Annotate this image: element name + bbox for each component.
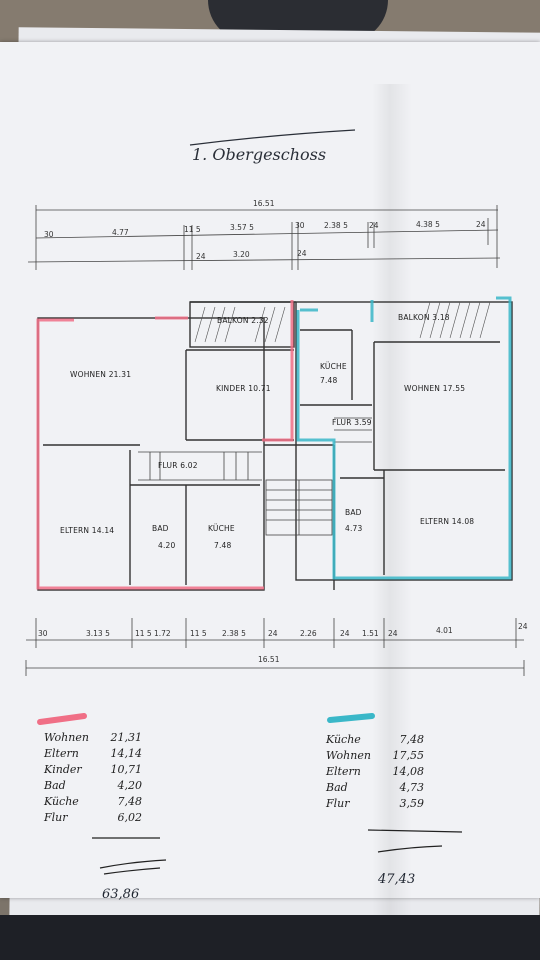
list-item-value: 7,48 — [399, 733, 425, 746]
list-item: Eltern 14,08 — [326, 764, 424, 780]
page-title: 1. Obergeschoss — [192, 145, 327, 164]
dim-label: 2.38 5 — [324, 221, 348, 230]
list-item-name: Wohnen — [44, 731, 89, 744]
dim-label: 3.13 5 — [86, 629, 110, 638]
cyan-marker-stroke — [327, 713, 375, 723]
pink-marker-stroke — [37, 713, 87, 725]
dim-label: 24 — [388, 629, 398, 638]
dim-label: 2.38 5 — [222, 629, 246, 638]
dim-label: 11 5 — [135, 629, 152, 638]
list-item-value: 14,08 — [392, 765, 425, 778]
list-item-name: Eltern — [44, 747, 79, 760]
dim-label: 30 — [38, 629, 48, 638]
list-item-value: 10,71 — [110, 763, 143, 776]
dim-label: 24 — [196, 252, 206, 261]
room-kueche-right-area: 7.48 — [320, 376, 338, 385]
dim-label: 4.38 5 — [416, 220, 440, 229]
wall-lines — [37, 301, 513, 591]
room-balkon-right: BALKON 3.18 — [398, 313, 450, 322]
room-eltern-right: ELTERN 14.08 — [420, 517, 475, 526]
room-wohnen-left: WOHNEN 21.31 — [70, 370, 132, 379]
list-item-value: 4,20 — [117, 779, 143, 792]
dim-label: 11 5 — [184, 225, 201, 234]
dim-label: 4.77 — [112, 228, 129, 237]
list-item: Kinder 10,71 — [44, 762, 142, 778]
floor-plan-drawing — [25, 129, 525, 875]
dim-label: 24 — [297, 249, 307, 258]
list-item: Flur 6,02 — [44, 810, 142, 826]
dim-label: 1.51 — [362, 629, 379, 638]
dim-label: 1.72 — [154, 629, 171, 638]
right-area-list: Küche 7,48 Wohnen 17,55 Eltern 14,08 Bad 4,7… — [326, 732, 424, 812]
room-bad-left: BAD — [152, 524, 169, 533]
room-bad-left-area: 4.20 — [158, 541, 176, 550]
dim-label: 24 — [369, 221, 379, 230]
list-item: Bad 4,20 — [44, 778, 142, 794]
table-surface — [0, 915, 540, 960]
staircase — [138, 417, 372, 536]
room-balkon-left: BALKON 2.32 — [217, 316, 269, 325]
dim-label: 24 — [268, 629, 278, 638]
list-item: Flur 3,59 — [326, 796, 424, 812]
list-item-name: Bad — [44, 779, 66, 792]
list-item-value: 7,48 — [117, 795, 143, 808]
list-item-value: 14,14 — [110, 747, 143, 760]
room-flur-left: FLUR 6.02 — [158, 461, 198, 470]
dim-label: 30 — [295, 221, 305, 230]
list-item-value: 6,02 — [117, 811, 143, 824]
bottom-dimension-lines — [25, 618, 525, 676]
dim-label: 2.26 — [300, 629, 317, 638]
paper-fold — [372, 84, 412, 940]
dim-label: 30 — [44, 230, 54, 239]
list-item: Eltern 14,14 — [44, 746, 142, 762]
top-dimension-lines — [27, 205, 501, 270]
room-kinder: KINDER 10.71 — [216, 384, 271, 393]
floor-plan-sheet: 1. Obergeschoss 16.51 30 4.77 11 5 3.57 … — [0, 42, 540, 940]
list-item-name: Wohnen — [326, 749, 371, 762]
dim-label: 24 — [476, 220, 486, 229]
room-flur-right: FLUR 3.59 — [332, 418, 372, 427]
dim-label: 3.20 — [233, 250, 250, 259]
room-kueche-left-area: 7.48 — [214, 541, 232, 550]
list-item-value: 21,31 — [110, 731, 143, 744]
list-item-name: Flur — [44, 811, 68, 824]
list-item: Küche 7,48 — [44, 794, 142, 810]
dim-label: 24 — [518, 622, 528, 631]
room-bad-right-area: 4.73 — [345, 524, 363, 533]
balcony-hatching — [194, 301, 491, 343]
list-item: Wohnen 21,31 — [44, 730, 142, 746]
title-underline — [189, 129, 356, 146]
left-total: 63,86 — [102, 887, 140, 902]
room-kueche-right: KÜCHE — [320, 362, 347, 371]
sum-underlines — [92, 829, 463, 875]
list-item-name: Eltern — [326, 765, 361, 778]
right-apartment-highlight — [296, 296, 512, 580]
list-item-value: 17,55 — [392, 749, 425, 762]
list-item-value: 3,59 — [399, 797, 425, 810]
room-bad-right: BAD — [345, 508, 362, 517]
left-apartment-highlight — [36, 300, 294, 590]
dim-label: 4.01 — [436, 626, 453, 635]
list-item-name: Bad — [326, 781, 348, 794]
dim-label: 24 — [340, 629, 350, 638]
list-item-name: Küche — [326, 733, 361, 746]
room-kueche-left: KÜCHE — [208, 524, 235, 533]
top-total-dimension: 16.51 — [253, 199, 275, 208]
list-item: Küche 7,48 — [326, 732, 424, 748]
dim-label: 3.57 5 — [230, 223, 254, 232]
list-item: Wohnen 17,55 — [326, 748, 424, 764]
right-total: 47,43 — [378, 872, 416, 887]
list-item-name: Flur — [326, 797, 350, 810]
list-item-name: Kinder — [44, 763, 82, 776]
room-wohnen-right: WOHNEN 17.55 — [404, 384, 466, 393]
list-item-value: 4,73 — [399, 781, 425, 794]
room-eltern-left: ELTERN 14.14 — [60, 526, 115, 535]
list-item: Bad 4,73 — [326, 780, 424, 796]
dim-label: 11 5 — [190, 629, 207, 638]
list-item-name: Küche — [44, 795, 79, 808]
bottom-total-dimension: 16.51 — [258, 655, 280, 664]
left-area-list: Wohnen 21,31 Eltern 14,14 Kinder 10,71 Bad 4… — [44, 730, 142, 826]
